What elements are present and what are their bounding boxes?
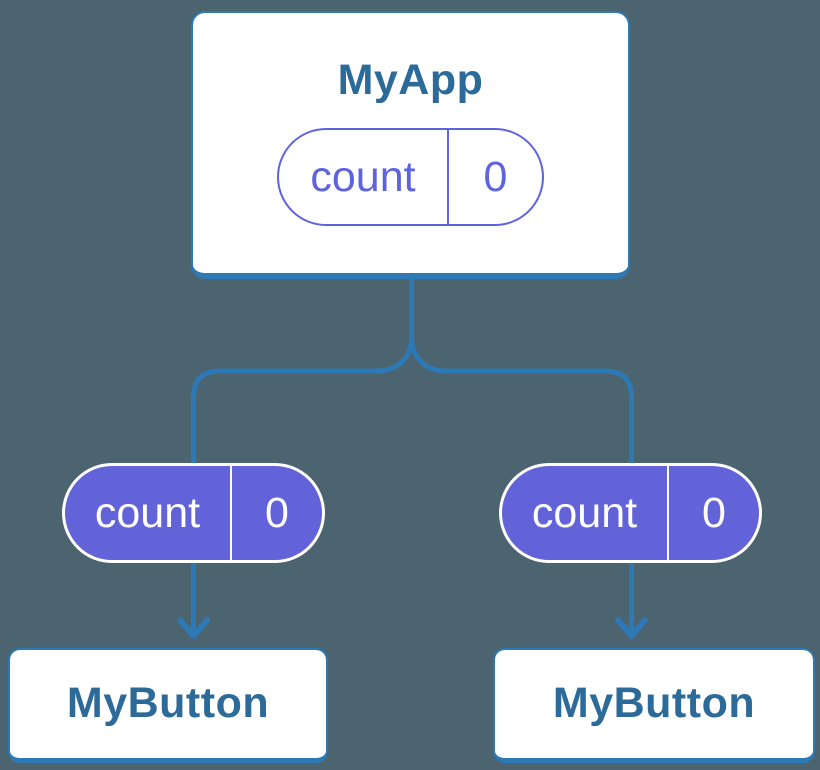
child-component-title: MyButton xyxy=(552,679,756,728)
arrowhead-left-icon xyxy=(177,617,210,639)
state-pill-value: 0 xyxy=(447,130,542,225)
connector-left-branch xyxy=(191,335,414,633)
child-component-title: MyButton xyxy=(66,679,270,728)
mybutton-card-right: MyButton xyxy=(493,648,815,763)
myapp-card: MyApp count 0 xyxy=(191,11,630,279)
root-state-pill: count 0 xyxy=(277,128,544,227)
prop-pill-value: 0 xyxy=(230,466,322,560)
prop-pill-value: 0 xyxy=(667,466,759,560)
state-pill-key: count xyxy=(310,152,416,201)
connector-right-branch xyxy=(409,335,634,633)
prop-pill-key: count xyxy=(531,488,638,537)
left-prop-pill: count 0 xyxy=(62,463,325,563)
mybutton-card-left: MyButton xyxy=(8,648,328,763)
root-component-title: MyApp xyxy=(337,56,484,104)
right-prop-pill: count 0 xyxy=(499,463,762,563)
arrowhead-right-icon xyxy=(615,617,648,639)
prop-pill-key: count xyxy=(94,488,201,537)
